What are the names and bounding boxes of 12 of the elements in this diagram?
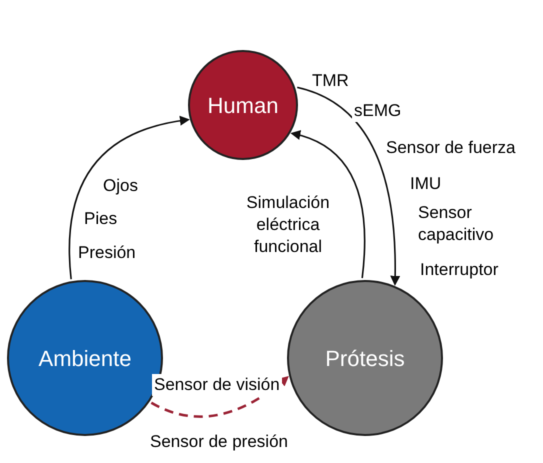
curved-arrow <box>296 86 400 286</box>
sensor-label: Interruptor <box>420 259 498 281</box>
sensor-label: Pies <box>84 208 118 230</box>
sensor-label: Sensor de visión <box>152 374 282 396</box>
sensor-label: IMU <box>410 173 442 195</box>
curved-arrow <box>68 116 190 280</box>
curved-arrow <box>290 130 366 278</box>
sensor-label: TMR <box>312 70 349 92</box>
sensor-label: Presión <box>78 242 136 264</box>
curved-arrow <box>150 376 289 418</box>
sensor-label: Simulación eléctrica funcional <box>245 192 331 258</box>
sensor-label: Ojos <box>103 175 138 197</box>
